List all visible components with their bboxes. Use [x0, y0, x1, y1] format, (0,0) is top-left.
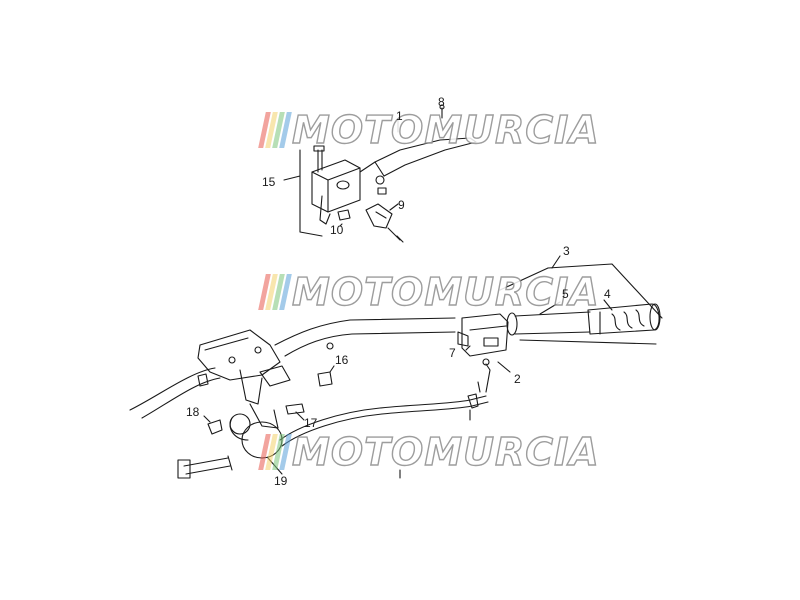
- watermark-top: MOTOMURCIA: [258, 107, 600, 153]
- watermark-middle: MOTOMURCIA: [258, 269, 600, 315]
- callout-4: 4: [604, 287, 611, 301]
- leader-15: [283, 149, 323, 237]
- watermark-text: MOTOMURCIA: [291, 107, 600, 152]
- callout-16: 16: [335, 353, 349, 367]
- callout-1: 1: [396, 109, 403, 123]
- leader-3: [547, 263, 663, 319]
- handlebar-group: [129, 255, 663, 419]
- watermark-text: MOTOMURCIA: [291, 269, 600, 314]
- watermark-stripes: [258, 274, 292, 310]
- callout-15: 15: [262, 175, 276, 189]
- callout-8: 8: [438, 95, 445, 109]
- callout-18: 18: [186, 405, 200, 419]
- callout-3: 3: [563, 244, 570, 258]
- callout-5: 5: [562, 287, 569, 301]
- cable-group: [279, 358, 491, 479]
- callout-7: 7: [449, 346, 456, 360]
- callout-10: 10: [330, 223, 344, 237]
- callout-17: 17: [304, 416, 318, 430]
- clamp-group: [177, 329, 335, 479]
- watermark-bottom: MOTOMURCIA: [258, 429, 600, 475]
- callout-19: 19: [274, 474, 288, 488]
- callout-2: 2: [514, 372, 521, 386]
- watermark-text: MOTOMURCIA: [291, 429, 600, 474]
- callout-9: 9: [398, 198, 405, 212]
- watermark-stripes: [258, 112, 292, 148]
- master-cylinder-group: [283, 104, 477, 243]
- watermark-stripes: [258, 434, 292, 470]
